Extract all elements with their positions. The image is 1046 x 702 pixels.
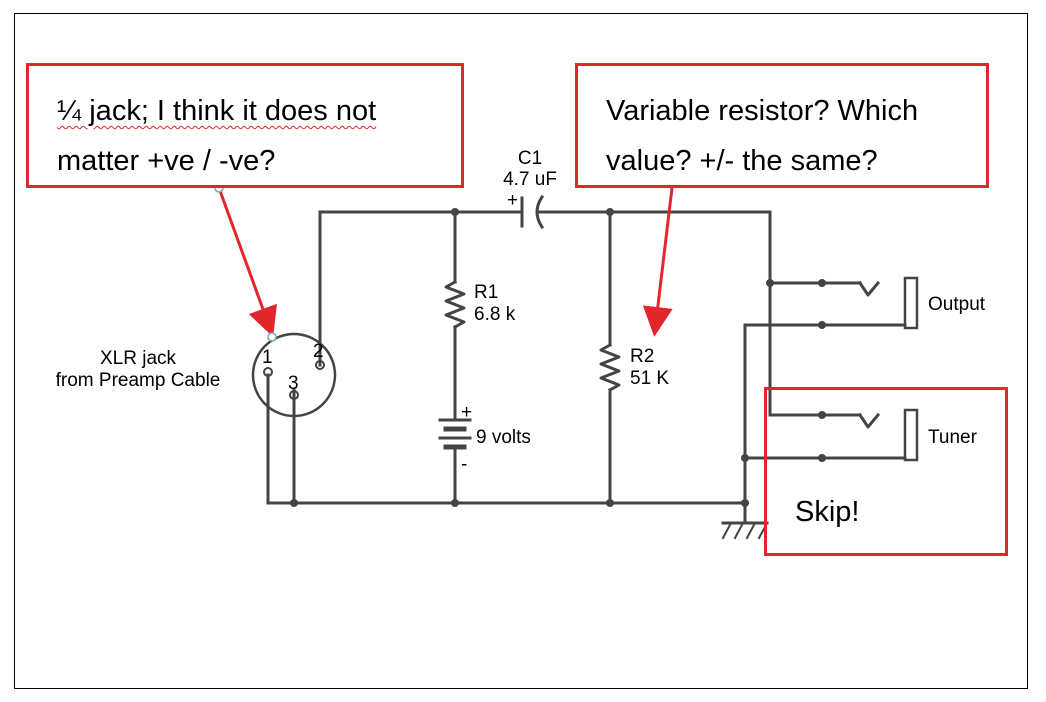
output-jack-spring [857, 280, 881, 297]
battery-value-label: 9 volts [476, 427, 531, 448]
r2-value-label: 51 K [630, 368, 669, 389]
output-jack-sleeve [903, 276, 919, 330]
junction-dot [818, 321, 826, 329]
tuner-jack-sleeve [903, 408, 919, 462]
xlr-label-line2: from Preamp Cable [56, 370, 221, 391]
resistor-note-line2: value? +/- the same? [606, 145, 878, 177]
jack-note-arrow [217, 187, 277, 338]
junction-dot [451, 208, 459, 216]
jack-note-line1: ¼ jack; I think it does not [57, 95, 377, 127]
r1-name-label: R1 [474, 282, 498, 303]
xlr-pin1-hole [263, 367, 273, 377]
c1-value-label: 4.7 uF [503, 169, 557, 190]
junction-dot [818, 411, 826, 419]
c1-name-label: C1 [518, 148, 542, 169]
junction-dot [818, 279, 826, 287]
junction-dot [741, 499, 749, 507]
junction-dot [766, 279, 774, 287]
arrow-end-handle [267, 332, 277, 342]
diagram-frame [14, 13, 1028, 689]
battery-minus-label: - [461, 454, 467, 475]
resistor-note-text: Variable resistor? Which value? +/- the … [606, 86, 918, 186]
resistor-r2-symbol [599, 342, 621, 393]
tuner-jack-spring [857, 412, 881, 429]
junction-dot [290, 499, 298, 507]
c1-polarity-label: + [507, 190, 518, 211]
tuner-jack-label: Tuner [928, 427, 978, 448]
battery-plus-label: + [461, 402, 472, 423]
skip-note-text: Skip! [795, 496, 860, 528]
resistor-note-line1: Variable resistor? Which [606, 95, 919, 127]
ground-hatch-2 [733, 521, 745, 540]
xlr-label-line1: XLR jack [100, 348, 177, 369]
xlr-pin2-label: 2 [313, 341, 324, 362]
ground-hatch-3 [745, 521, 757, 540]
jack-note-text: ¼ jack; I think it does not matter +ve /… [57, 86, 376, 186]
xlr-pin2-hole [315, 360, 325, 370]
jack-note-line2: matter +ve / -ve? [57, 145, 276, 177]
resistor-note-arrow [642, 187, 674, 337]
junction-dot [818, 454, 826, 462]
junction-dot [606, 208, 614, 216]
r2-name-label: R2 [630, 346, 654, 367]
junction-dot [606, 499, 614, 507]
resistor-note-callout: Variable resistor? Which value? +/- the … [575, 63, 989, 188]
junction-dot [451, 499, 459, 507]
xlr-pin3-label: 3 [288, 373, 299, 394]
xlr-pin1-label: 1 [262, 347, 273, 368]
junction-dot [741, 454, 749, 462]
skip-note-callout: Skip! [764, 387, 1008, 556]
r1-value-label: 6.8 k [474, 304, 516, 325]
xlr-jack-circle [251, 332, 337, 418]
ground-hatch-1 [721, 521, 733, 540]
xlr-pin3-hole [289, 390, 299, 400]
output-jack-label: Output [928, 294, 986, 315]
resistor-r1-symbol [444, 279, 466, 330]
capacitor-plate-curved [535, 194, 545, 230]
jack-note-callout: ¼ jack; I think it does not matter +ve /… [26, 63, 464, 188]
